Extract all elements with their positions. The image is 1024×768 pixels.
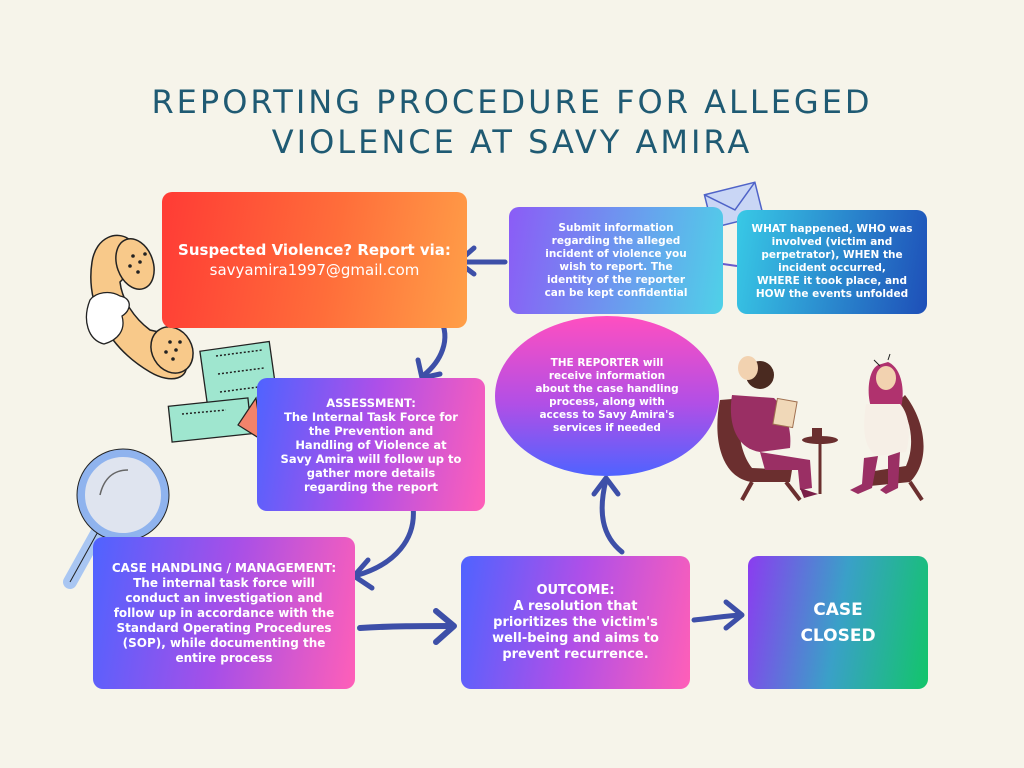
submit-line: regarding the alleged: [551, 234, 681, 247]
reporter-ellipse: THE REPORTER will receive information ab…: [495, 316, 719, 476]
case-closed-line: CASE: [813, 599, 863, 620]
case-handling-box: CASE HANDLING / MANAGEMENT: The internal…: [93, 537, 355, 689]
assessment-line: Savy Amira will follow up to: [280, 451, 462, 466]
case-handling-line: conduct an investigation and: [125, 590, 323, 605]
reporter-line: process, along with: [549, 396, 665, 408]
outcome-line: prioritizes the victim's: [493, 614, 658, 630]
outcome-line: prevent recurrence.: [502, 646, 649, 662]
what-line: WHERE it took place, and: [756, 275, 908, 287]
what-line: involved (victim and: [771, 236, 893, 248]
submit-info-box: Submit information regarding the alleged…: [509, 207, 723, 314]
report-email: savyamira1997@gmail.com: [209, 261, 420, 279]
submit-line: wish to report. The: [559, 260, 673, 273]
assessment-heading: ASSESSMENT:: [326, 395, 416, 410]
assessment-line: gather more details: [306, 465, 436, 480]
arrow-outcome-to-reporter: [599, 477, 625, 555]
what-line: HOW the events unfolded: [755, 288, 909, 300]
arrowhead-outcome-to-reporter: [591, 475, 621, 497]
case-handling-line: The internal task force will: [133, 575, 315, 590]
submit-line: identity of the reporter: [546, 273, 686, 286]
reporter-line: receive information: [548, 370, 666, 382]
submit-line: incident of violence you: [545, 247, 687, 260]
assessment-line: regarding the report: [304, 479, 438, 494]
case-handling-heading: CASE HANDLING / MANAGEMENT:: [111, 560, 337, 575]
outcome-heading: OUTCOME:: [536, 582, 615, 598]
report-heading: Suspected Violence? Report via:: [178, 241, 451, 259]
reporter-line: about the case handling: [535, 383, 679, 395]
what-line: incident occurred,: [778, 262, 886, 274]
case-handling-line: entire process: [175, 650, 273, 665]
assessment-line: Handling of Violence at: [295, 437, 447, 452]
report-box: Suspected Violence? Report via: savyamir…: [162, 192, 467, 328]
case-closed-line: CLOSED: [800, 625, 876, 646]
arrow-assessment-to-case: [355, 497, 416, 578]
submit-line: Submit information: [558, 221, 674, 234]
assessment-box: ASSESSMENT: The Internal Task Force for …: [257, 378, 485, 511]
title-line-2: VIOLENCE AT SAVY AMIRA: [271, 123, 753, 161]
reporter-line: THE REPORTER will: [550, 357, 664, 369]
assessment-line: the Prevention and: [308, 423, 434, 438]
counseling-illustration: [717, 353, 924, 502]
outcome-line: A resolution that: [513, 598, 638, 614]
reporter-line: services if needed: [553, 422, 661, 434]
submit-line: can be kept confidential: [544, 286, 688, 299]
outcome-line: well-being and aims to: [492, 630, 659, 646]
what-line: WHAT happened, WHO was: [751, 223, 913, 235]
arrow-case-to-outcome: [357, 623, 455, 631]
case-closed-box: CASE CLOSED: [748, 556, 928, 689]
page-title: REPORTING PROCEDURE FOR ALLEGED VIOLENCE…: [0, 82, 1024, 162]
telephone-icon: [85, 234, 194, 380]
what-line: perpetrator), WHEN the: [761, 249, 903, 261]
reporter-line: access to Savy Amira's: [539, 409, 675, 421]
arrow-outcome-to-closed: [691, 612, 743, 623]
case-handling-line: (SOP), while documenting the: [122, 635, 326, 650]
case-handling-line: Standard Operating Procedures: [116, 620, 332, 635]
outcome-box: OUTCOME: A resolution that prioritizes t…: [461, 556, 690, 689]
title-line-1: REPORTING PROCEDURE FOR ALLEGED: [151, 83, 873, 121]
what-who-box: WHAT happened, WHO was involved (victim …: [737, 210, 927, 314]
arrowhead-outcome-to-closed: [723, 599, 745, 631]
case-handling-line: follow up in accordance with the: [113, 605, 335, 620]
arrowhead-case-to-outcome: [433, 608, 457, 645]
assessment-line: The Internal Task Force for: [284, 409, 458, 424]
